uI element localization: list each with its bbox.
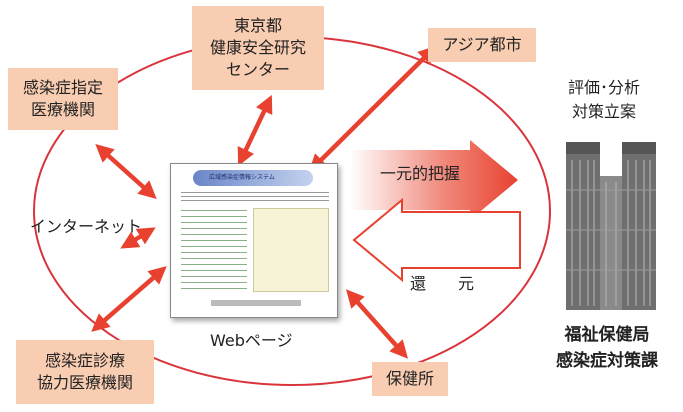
designated-hospitals-line-1: 感染症指定 [22,78,103,97]
link-arrow-health-center [346,289,408,359]
web-right-panel [253,208,329,292]
return-label: 還 元 [410,274,475,293]
designated-hospitals-box: 感染症指定 医療機関 [8,68,118,130]
web-intro-text [181,192,329,204]
collaborating-hospitals-box: 感染症診療 協力医療機関 [16,340,154,404]
bureau-line-2: 感染症対策課 [556,351,658,371]
building-image [566,142,656,310]
web-page-label: Webページ [210,331,293,350]
evaluation-label: 評価･分析 対策立案 [568,76,640,124]
centralize-label: 一元的把握 [380,164,461,183]
tokyo-center-line-1: 東京都 [233,16,282,35]
web-page-thumbnail: 広域感染症情報システム [170,163,338,318]
tokyo-center-line-2: 健康安全研究 [209,38,306,57]
web-banner [193,170,313,186]
return-arrow [352,197,521,283]
internet-label: インターネット [30,217,143,236]
link-arrow-collaborating-hospitals [91,266,167,332]
tokyo-health-center-box: 東京都 健康安全研究 センター [192,6,324,90]
web-footer [211,300,301,306]
collaborating-hospitals-line-2: 協力医療機関 [36,373,133,392]
web-left-panel [181,210,247,292]
asia-cities-label: アジア都市 [442,35,522,54]
link-arrow-tokyo-center [237,94,273,167]
collaborating-hospitals-line-1: 感染症診療 [44,351,125,370]
designated-hospitals-line-2: 医療機関 [30,100,95,119]
health-center-label: 保健所 [385,369,434,388]
health-center-box: 保健所 [372,362,448,396]
link-arrow-asia-cities [308,45,437,173]
evaluation-line-2: 対策立案 [572,102,637,121]
bureau-line-1: 福祉保健局 [564,325,650,345]
web-banner-text: 広域感染症情報システム [209,174,275,181]
asia-cities-box: アジア都市 [428,28,536,62]
link-arrow-designated-hospitals [95,143,157,200]
evaluation-line-1: 評価･分析 [568,78,641,97]
link-arrow-internet [120,227,156,249]
bureau-label: 福祉保健局 感染症対策課 [556,322,658,374]
tokyo-center-line-3: センター [225,60,290,79]
centralize-arrow [350,140,518,220]
